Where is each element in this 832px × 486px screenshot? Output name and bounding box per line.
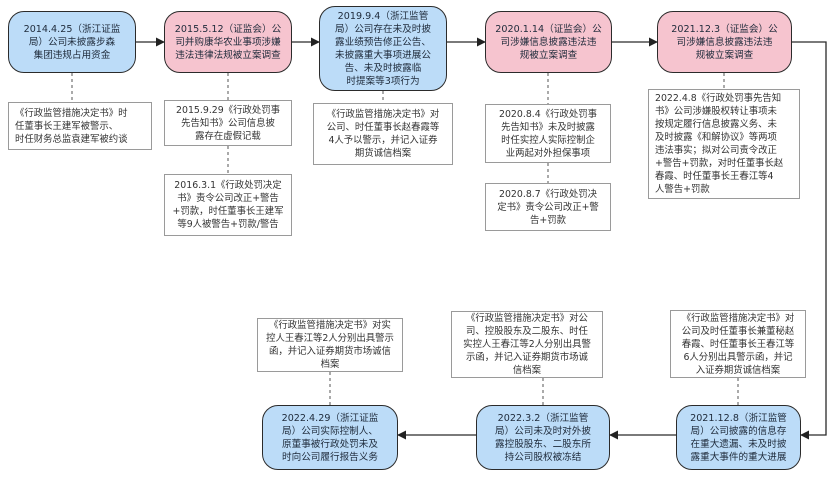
note-supervision-2019: 《行政监管措施决定书》对 公司、时任董事长赵春霞等 4人予以警示，并记入证券 期… [313,103,453,165]
note-penalty-notice-2020: 2020.8.4《行政处罚事 先告知书》未及时披露 时任实控人实际控制企 业两起… [485,104,611,163]
note-supervision-2022-4: 《行政监管措施决定书》对实 控人王春江等2人分别出具警示 函，并记入证券期货市场… [257,318,403,372]
event-node-2020-1-14: 2020.1.14（证监会）公 司涉嫌信息披露违法违 规被立案调查 [485,11,612,73]
note-penalty-decision-2016: 2016.3.1《行政处罚决定 书》责令公司改正+警告 +罚款，时任董事长王建军… [164,174,292,236]
flow-arrow-e5-e6 [792,41,827,440]
note-penalty-notice-2015: 2015.9.29《行政处罚事 先告知书》公司信息披 露存在虚假记载 [164,100,292,146]
event-node-2019-9-4: 2019.9.4（浙江监管 局）公司存在未及时披 露业绩预告修正公告、 未披露重… [319,6,447,91]
note-supervision-2022-3: 《行政监管措施决定书》对公 司、控股股东及二股东、时任 实控人王春江等2人分别出… [451,311,603,378]
event-node-2021-12-8: 2021.12.8（浙江监管 局）公司披露的信息存 在重大遗漏、未及时披 露重大… [676,405,801,470]
event-node-2022-3-2: 2022.3.2（浙江监管 局）公司未及时对外披 露控股股东、二股东所 持公司股… [476,405,610,470]
note-supervision-2014: 《行政监管措施决定书》时 任董事长王建军被警示、 时任财务总监袁建军被约谈 [8,102,152,150]
event-node-2022-4-29: 2022.4.29（浙江证监 局）公司实际控制人、 原董事被行政处罚未及 时向公… [262,405,398,470]
event-node-2014-4-25: 2014.4.25（浙江证监 局）公司未披露步森 集团违规占用资金 [8,11,136,73]
note-penalty-notice-2022: 2022.4.8《行政处罚事先告知 书》公司涉嫌股权转让事项未 按规定履行信息披… [648,89,800,199]
note-penalty-decision-2020: 2020.8.7《行政处罚决 定书》责令公司改正+警 告+罚款 [485,183,611,231]
event-node-2021-12-3: 2021.12.3（证监会）公 司涉嫌信息披露违法违 规被立案调查 [657,11,792,73]
note-supervision-2021: 《行政监管措施决定书》对 公司及时任董事长兼董秘赵 春霞、时任董事长王春江等 6… [670,310,806,378]
event-node-2015-5-12: 2015.5.12（证监会）公 司并购康华农业事项涉嫌 违法违律法规被立案调查 [164,11,292,73]
